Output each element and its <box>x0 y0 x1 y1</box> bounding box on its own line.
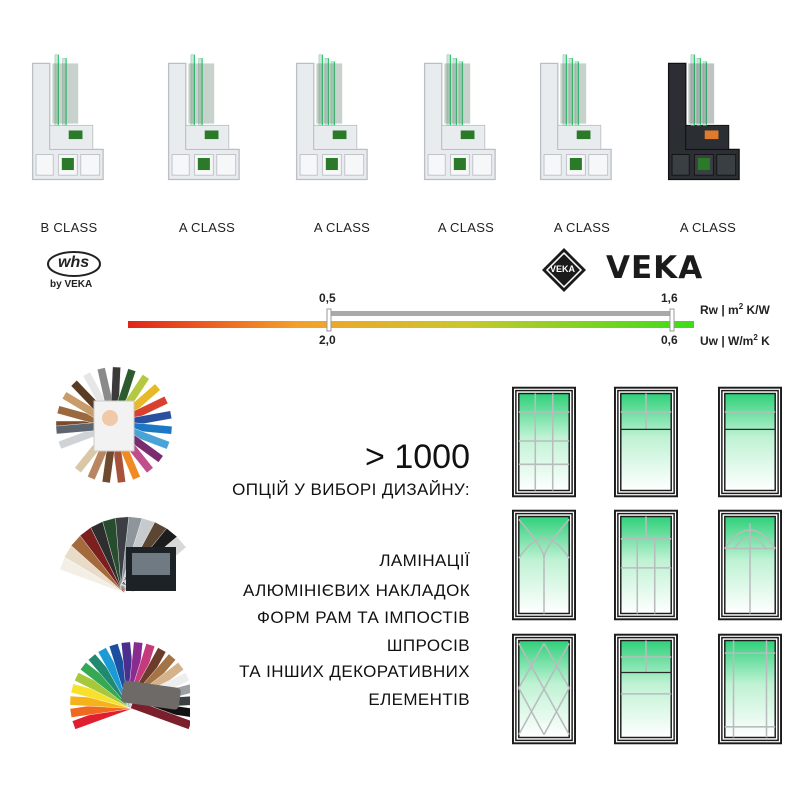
option-lamination: ЛАМІНАЦІЇ <box>379 551 470 570</box>
window-design-grid-top-bar <box>718 386 782 498</box>
window-profile-1 <box>31 54 104 181</box>
whs-logo: whs by VEKA <box>44 250 104 296</box>
veka-wordmark: VEKA <box>606 250 704 286</box>
profile-class-label-6: A CLASS <box>679 220 737 235</box>
design-options-subtitle: ОПЦІЙ У ВИБОРІ ДИЗАЙНУ: <box>232 480 470 499</box>
thermal-scale <box>128 308 694 332</box>
rw-max-value: 1,6 <box>661 291 678 305</box>
whs-logo-mark <box>47 251 101 277</box>
veka-emblem: VEKA <box>541 247 587 293</box>
rw-unit-suffix: K/W <box>743 303 770 317</box>
aluminium-swatch-fan <box>59 516 187 594</box>
uw-gradient-bar <box>128 321 694 328</box>
whs-logo-text: whs <box>58 254 90 271</box>
uw-unit-label: Uw | W/m2 K <box>700 333 770 348</box>
window-profile-6 <box>667 54 740 181</box>
profile-class-label-4: A CLASS <box>437 220 495 235</box>
rw-grey-bar <box>329 311 672 316</box>
window-design-grid-top-bars <box>512 386 576 498</box>
option-elements: ЕЛЕМЕНТІВ <box>368 690 470 709</box>
window-profile-2 <box>167 54 240 181</box>
ral-handle <box>121 680 181 710</box>
profile-class-label-2: A CLASS <box>178 220 236 235</box>
catalog-card <box>93 400 135 452</box>
catalog-photo <box>102 410 118 426</box>
uw-unit-suffix: K <box>757 334 770 348</box>
rw-unit-label: Rw | m2 K/W <box>700 302 770 317</box>
swatch-strip <box>130 699 190 730</box>
rw-min-marker <box>326 308 332 332</box>
option-muntins: ШПРОСІВ <box>386 636 470 655</box>
uw-unit-exp: 2 <box>753 333 758 342</box>
profile-class-label-1: B CLASS <box>40 220 98 235</box>
uw-max-value: 2,0 <box>319 333 336 347</box>
color-fan-wood <box>55 366 173 484</box>
veka-emblem-text: VEKA <box>550 264 576 274</box>
uw-unit-prefix: Uw | W/m <box>700 334 754 348</box>
profile-class-label-5: A CLASS <box>553 220 611 235</box>
window-profile-5 <box>539 54 612 181</box>
veka-diamond-icon <box>542 248 586 292</box>
window-design-arc-radial <box>718 509 782 621</box>
color-wheel-fan <box>69 641 190 730</box>
option-frame-shapes: ФОРМ РАМ ТА ІМПОСТІВ <box>257 608 470 627</box>
option-aluminium: АЛЮМІНІЄВИХ НАКЛАДОК <box>243 581 470 600</box>
window-design-grid-top-cross <box>614 386 678 498</box>
window-profile-3 <box>295 54 368 181</box>
window-profile-4 <box>423 54 496 181</box>
window-design-arc-fan <box>512 509 576 621</box>
uw-min-value: 0,6 <box>661 333 678 347</box>
design-options-count: > 1000 <box>365 438 470 476</box>
profile-class-label-3: A CLASS <box>313 220 371 235</box>
window-design-margin-frame <box>718 633 782 745</box>
rw-max-marker <box>669 308 675 332</box>
option-decorative: ТА ІНШИХ ДЕКОРАТИВНИХ <box>239 662 470 681</box>
aluminium-card-sample <box>132 553 170 575</box>
window-design-diamond <box>512 633 576 745</box>
whs-by-veka-text: by VEKA <box>50 279 93 290</box>
rw-unit-prefix: Rw | m <box>700 303 739 317</box>
rw-unit-exp: 2 <box>738 302 744 311</box>
window-design-grid-three-cols <box>614 509 678 621</box>
rw-min-value: 0,5 <box>319 291 336 305</box>
window-design-grid-top-cross-bar <box>614 633 678 745</box>
